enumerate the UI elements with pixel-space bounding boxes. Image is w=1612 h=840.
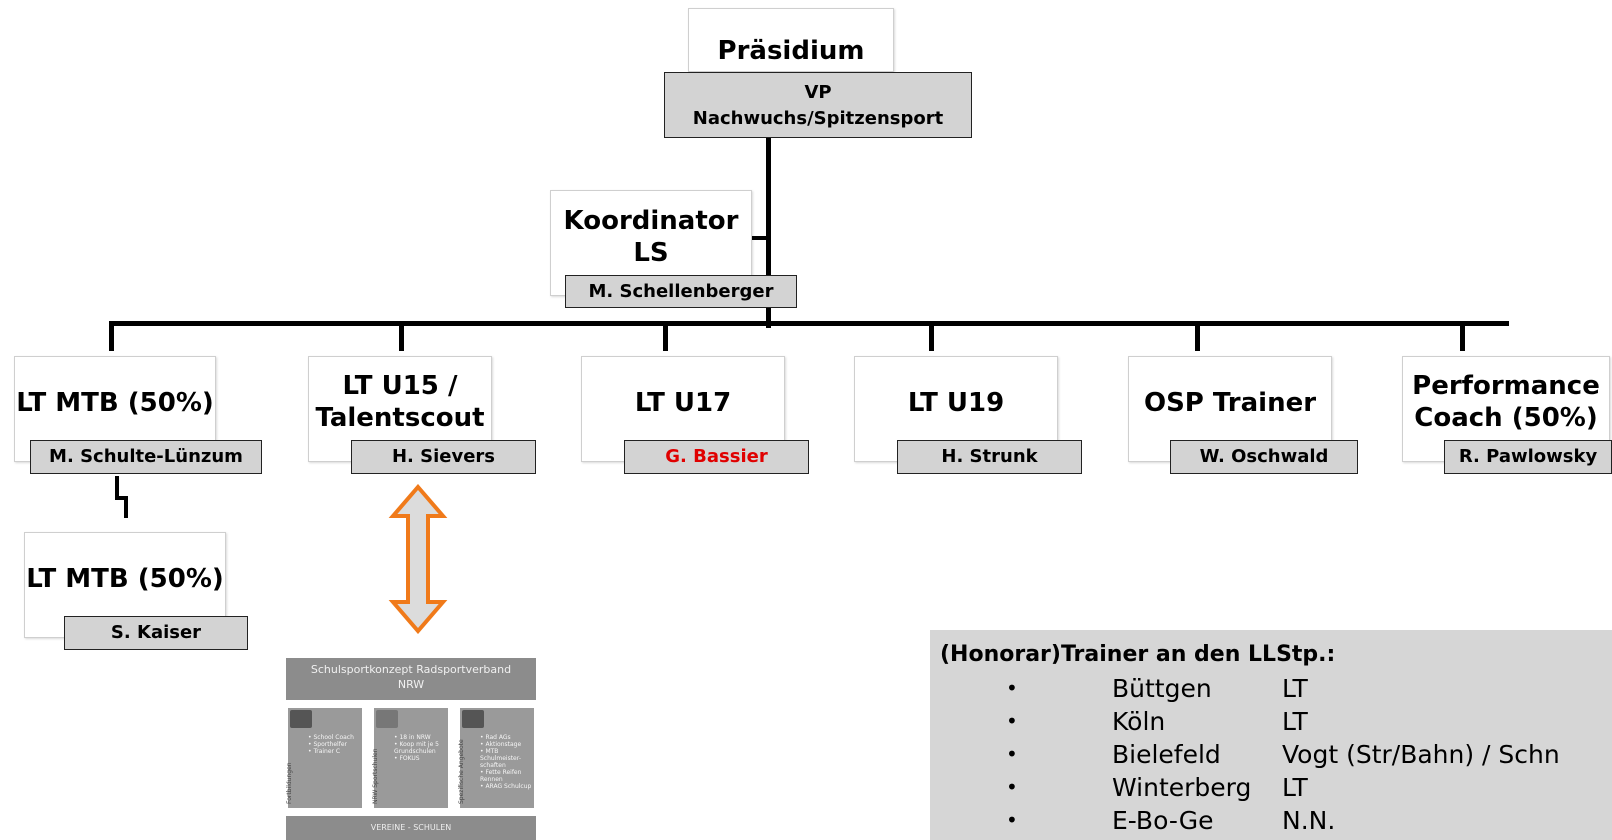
unit-title-3: LT U17 [634, 388, 732, 418]
praesidium-title: Präsidium [717, 36, 865, 66]
runner-icon [376, 710, 398, 728]
unit-title-1: LT MTB (50%) [16, 388, 214, 418]
honorar-trainer: Vogt (Str/Bahn) / Schn [1282, 740, 1560, 769]
honorar-title: (Honorar)Trainer an den LLStp.: [940, 642, 1336, 667]
honorar-trainer: N.N. [1282, 806, 1336, 835]
training-photo-icon [290, 710, 312, 728]
honorar-location: E-Bo-Ge [1112, 806, 1214, 835]
honorar-trainer: LT [1282, 707, 1308, 736]
schulsport-column-3: Spezifische Angebote • Rad AGs • Aktions… [458, 708, 534, 808]
honorar-location: Bielefeld [1112, 740, 1221, 769]
vp-label: VP [804, 82, 832, 103]
bullet-icon: • [1006, 808, 1018, 832]
connector-drop-6 [1460, 321, 1465, 351]
connector-drop-2 [399, 321, 404, 351]
unit-title-2-line2: Talentscout [315, 403, 485, 433]
unit-title-2-line1: LT U15 / [342, 371, 458, 401]
honorar-trainer: LT [1282, 773, 1308, 802]
unit-title-6-line1: Performance [1412, 371, 1600, 401]
honorar-trainer-panel: (Honorar)Trainer an den LLStp.: • Büttge… [930, 630, 1612, 840]
honorar-location: Köln [1112, 707, 1166, 736]
connector-horizontal-bar [109, 321, 1509, 326]
schulsport-column-3-items: • Rad AGs • Aktionstage • MTB Schulmeist… [480, 734, 532, 790]
bullet-icon: • [1006, 709, 1018, 733]
schulsport-column-2-label: NRW Sportschulen [372, 748, 379, 804]
bullet-icon: • [1006, 775, 1018, 799]
connector-mtb-b [115, 496, 127, 500]
honorar-location: Winterberg [1112, 773, 1252, 802]
unit-name-1: M. Schulte-Lünzum [30, 440, 262, 474]
vp-box: VP Nachwuchs/Spitzensport [664, 72, 972, 138]
praesidium-box [688, 8, 894, 72]
vp-department: Nachwuchs/Spitzensport [692, 108, 944, 129]
honorar-location: Büttgen [1112, 674, 1212, 703]
schulsport-column-2-items: • 18 in NRW • Koop mit je 5 Grundschulen… [394, 734, 439, 762]
unit-title-4: LT U19 [907, 388, 1005, 418]
unit-name-5: W. Oschwald [1170, 440, 1358, 474]
unit-title-6-line2: Coach (50%) [1414, 403, 1598, 433]
coordinator-title-line2: LS [633, 238, 669, 268]
unit-name-4: H. Strunk [897, 440, 1082, 474]
schulsport-column-1-label: Fortbildungen [286, 762, 293, 804]
connector-vp-down [766, 138, 771, 328]
sub-unit-name: S. Kaiser [64, 616, 248, 650]
connector-mtb-a [115, 476, 119, 498]
honorar-trainer: LT [1282, 674, 1308, 703]
schulsport-header: Schulsportkonzept Radsportverband NRW [286, 658, 536, 700]
schulsport-column-2: NRW Sportschulen • 18 in NRW • Koop mit … [372, 708, 448, 808]
connector-drop-4 [929, 321, 934, 351]
coordinator-name: M. Schellenberger [565, 275, 797, 308]
connector-drop-3 [663, 321, 668, 351]
unit-name-3: G. Bassier [624, 440, 809, 474]
coordinator-title-line1: Koordinator [563, 206, 739, 236]
schulsport-concept-graphic: Schulsportkonzept Radsportverband NRW Fo… [286, 658, 536, 840]
unit-name-2: H. Sievers [351, 440, 536, 474]
bullet-icon: • [1006, 742, 1018, 766]
unit-title-5: OSP Trainer [1143, 388, 1317, 418]
bullet-icon: • [1006, 676, 1018, 700]
connector-drop-1 [109, 321, 114, 351]
double-arrow-icon [388, 484, 448, 634]
schulsport-column-1-items: • School Coach • Sporthelfer • Trainer C [308, 734, 354, 755]
schulsport-column-3-label: Spezifische Angebote [458, 739, 465, 804]
schulsport-column-1: Fortbildungen • School Coach • Sporthelf… [286, 708, 362, 808]
connector-drop-5 [1195, 321, 1200, 351]
sub-unit-title: LT MTB (50%) [26, 564, 224, 594]
cyclists-photo-icon [462, 710, 484, 728]
connector-mtb-c [124, 496, 128, 518]
unit-name-6: R. Pawlowsky [1444, 440, 1612, 474]
schulsport-footer: VEREINE - SCHULEN [286, 816, 536, 840]
